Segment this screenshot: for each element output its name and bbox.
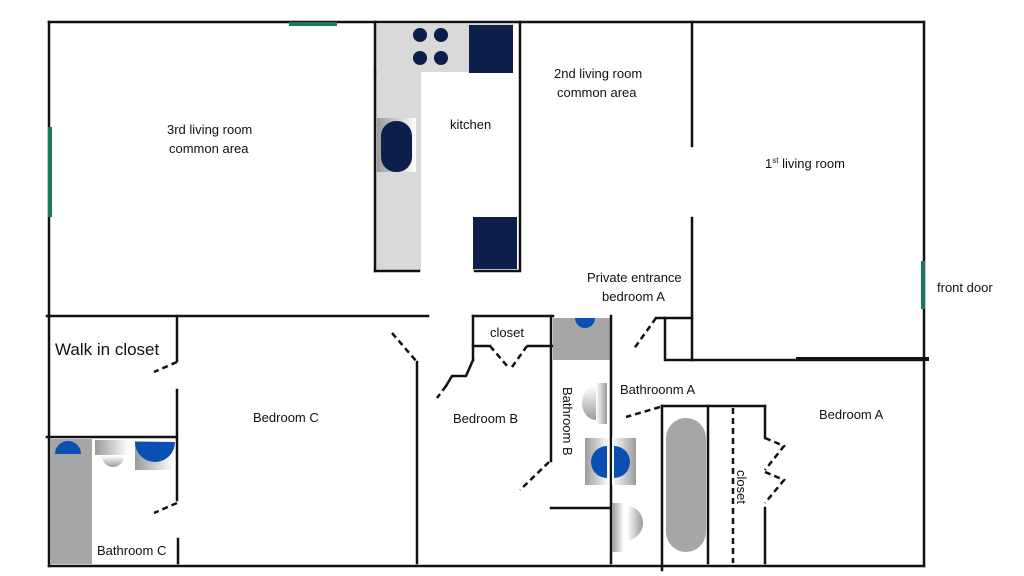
closet-a-door-bottom[interactable] (764, 470, 787, 504)
bedroom-c-door[interactable] (391, 332, 418, 363)
label-2nd-living-room: 2nd living room (554, 66, 642, 81)
private-entrance (631, 316, 694, 362)
dishwasher-icon (473, 217, 517, 269)
bathroom-a-door[interactable] (625, 405, 661, 419)
label-1st-living-room: 1st living room (765, 156, 845, 171)
label-front-door: front door (937, 280, 993, 295)
label-bedroom-a: Bedroom A (819, 407, 884, 422)
private-entrance-door[interactable] (631, 317, 658, 351)
label-kitchen: kitchen (450, 117, 491, 132)
label-private-entrance-bedroom: bedroom A (602, 289, 665, 304)
bathroom-b-door[interactable] (519, 461, 550, 491)
toilet-tank-a (612, 503, 624, 552)
bathroom-a (612, 404, 767, 572)
toilet-c-icon (102, 456, 124, 467)
label-bathroom-a: Bathroonm A (620, 382, 695, 397)
label-2nd-living-common: common area (557, 85, 637, 100)
bedroom-b-door[interactable] (436, 385, 447, 399)
closet-b-door-left[interactable] (489, 345, 509, 368)
shower-c (50, 439, 92, 564)
label-bedroom-b: Bedroom B (453, 411, 518, 426)
bathroom-c (50, 439, 180, 565)
label-3rd-living-common: common area (169, 141, 249, 156)
exterior-walls (47, 20, 926, 568)
bedroom-b (436, 314, 555, 491)
label-closet-b: closet (490, 325, 524, 340)
toilet-a-icon (627, 506, 643, 540)
bathroom-b (549, 314, 613, 565)
toilet-tank-b (596, 383, 607, 424)
walk-in-closet (45, 314, 179, 502)
label-bathroom-b: Bathroom B (560, 387, 575, 456)
shower-head-b-icon (575, 318, 595, 328)
sink-c-icon (135, 442, 175, 462)
label-bedroom-c: Bedroom C (253, 410, 319, 425)
toilet-tank-c (95, 440, 129, 455)
toilet-b-icon (582, 386, 596, 420)
shower-head-c-icon (55, 441, 81, 454)
closet-a-door-top[interactable] (764, 436, 787, 471)
label-bathroom-c: Bathroom C (97, 543, 166, 558)
sink-a-icon (614, 446, 630, 478)
label-closet-a: closet (734, 470, 749, 504)
sink-b-icon (591, 446, 607, 478)
closet-a (731, 404, 787, 565)
closet-door[interactable] (153, 360, 178, 374)
stove-icon (413, 28, 448, 65)
bathroom-c-door[interactable] (153, 501, 178, 515)
refrigerator-icon (469, 25, 513, 73)
bathtub-icon (666, 418, 706, 552)
sink-icon (381, 121, 412, 172)
label-walk-in-closet: Walk in closet (55, 340, 160, 359)
label-3rd-living-room: 3rd living room (167, 122, 252, 137)
kitchen (373, 20, 522, 273)
closet-b-door-right[interactable] (510, 345, 529, 368)
label-private-entrance: Private entrance (587, 270, 682, 285)
